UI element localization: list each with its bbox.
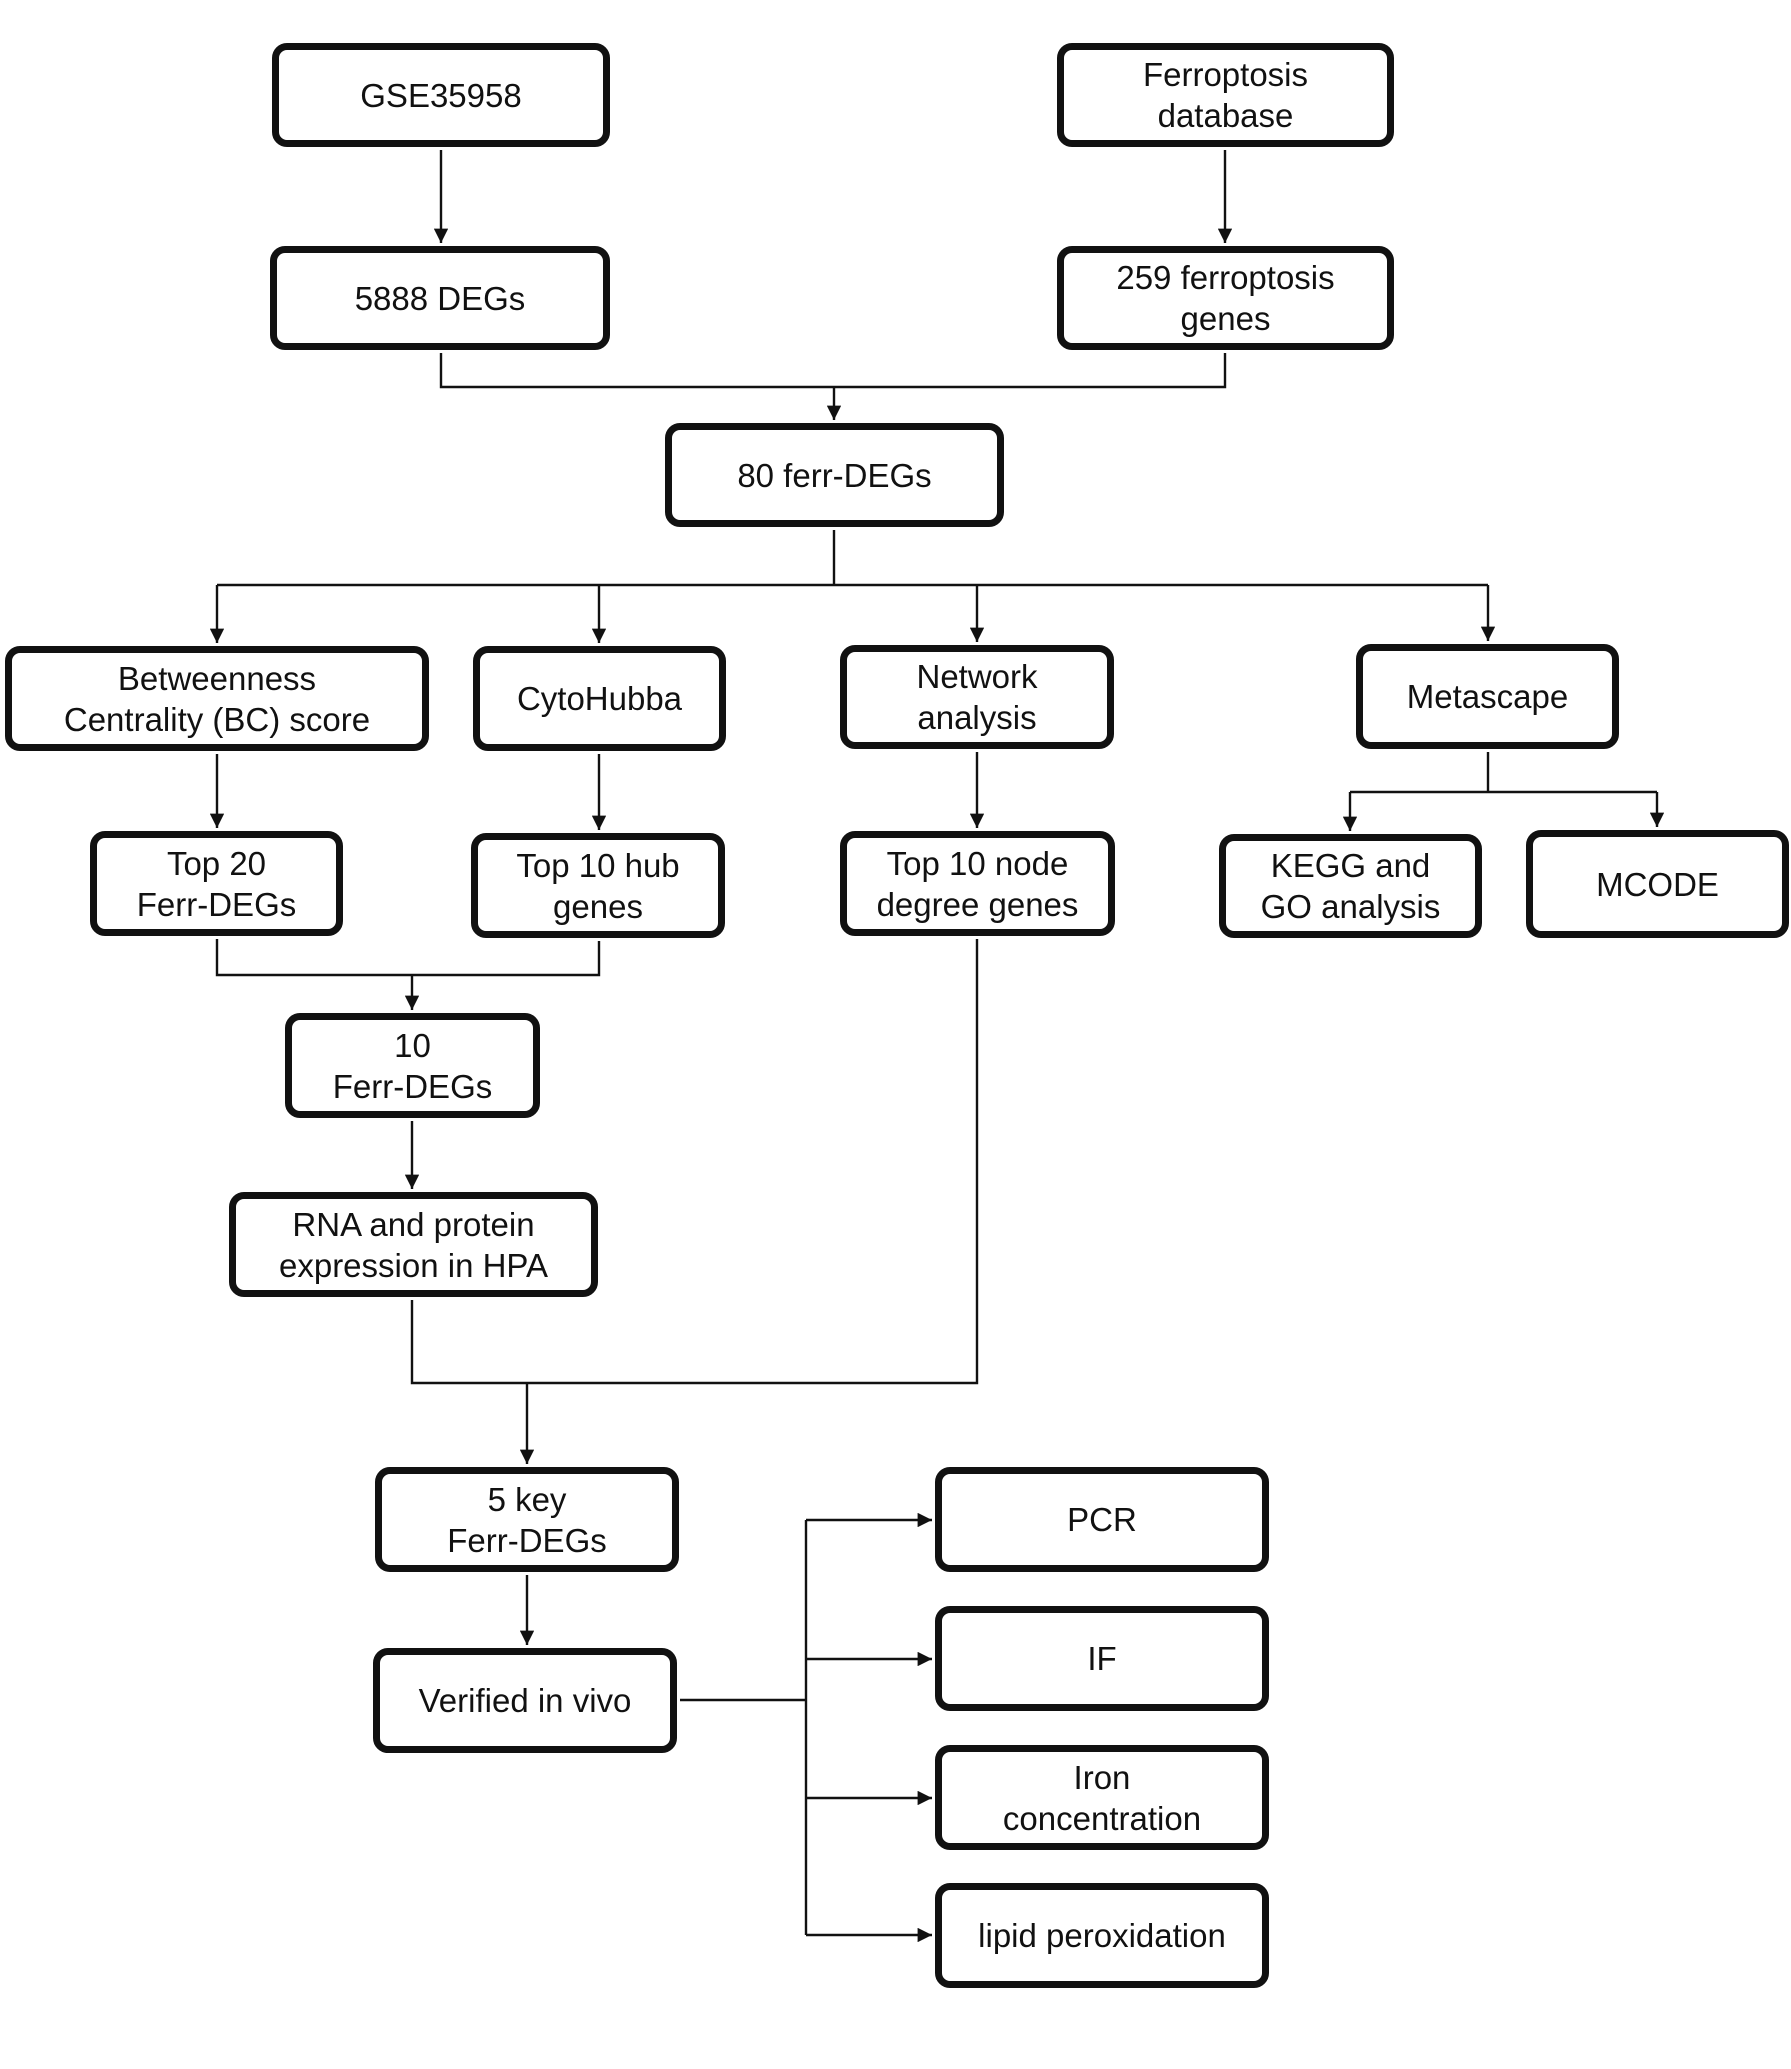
node-label: Iron concentration bbox=[1002, 1758, 1202, 1837]
node-ferroptosis-genes: 259 ferroptosis genes bbox=[1057, 246, 1394, 350]
node-label: Metascape bbox=[1406, 678, 1569, 715]
node-label: Ferroptosis database bbox=[1142, 56, 1309, 134]
node-label: lipid peroxidation bbox=[978, 1917, 1226, 1954]
node-label: GSE35958 bbox=[360, 76, 522, 114]
node-rna-protein-hpa: RNA and protein expression in HPA bbox=[229, 1192, 598, 1297]
node-mcode: MCODE bbox=[1526, 830, 1789, 938]
node-gse35958: GSE35958 bbox=[272, 43, 610, 147]
node-label: Top 10 hub genes bbox=[516, 846, 680, 925]
node-verified-in-vivo: Verified in vivo bbox=[373, 1648, 677, 1753]
node-label: Betweenness Centrality (BC) score bbox=[63, 659, 371, 738]
node-metascape: Metascape bbox=[1356, 644, 1619, 749]
node-label: RNA and protein expression in HPA bbox=[278, 1205, 548, 1284]
node-label: Verified in vivo bbox=[418, 1682, 632, 1719]
node-iron-concentration: Iron concentration bbox=[935, 1745, 1269, 1850]
node-kegg-go-analysis: KEGG and GO analysis bbox=[1219, 834, 1482, 938]
node-network-analysis: Network analysis bbox=[840, 645, 1114, 749]
node-label: PCR bbox=[1067, 1501, 1137, 1538]
node-label: 259 ferroptosis genes bbox=[1116, 259, 1335, 337]
node-degs: 5888 DEGs bbox=[270, 246, 610, 350]
node-label: KEGG and GO analysis bbox=[1260, 847, 1441, 925]
node-10-ferr-degs: 10 Ferr-DEGs bbox=[285, 1013, 540, 1118]
connector-rna-top10node-merge bbox=[410, 939, 979, 1385]
node-top-20-ferr-degs: Top 20 Ferr-DEGs bbox=[90, 831, 343, 936]
node-5-key-ferr-degs: 5 key Ferr-DEGs bbox=[375, 1467, 679, 1572]
node-label: 80 ferr-DEGs bbox=[737, 456, 932, 494]
node-ferroptosis-database: Ferroptosis database bbox=[1057, 43, 1394, 147]
node-label: 5888 DEGs bbox=[354, 279, 526, 317]
node-cytohubba: CytoHubba bbox=[473, 646, 726, 751]
node-label: MCODE bbox=[1596, 865, 1719, 903]
node-label: CytoHubba bbox=[516, 680, 683, 717]
node-label: IF bbox=[1087, 1640, 1117, 1677]
node-label: Top 10 node degree genes bbox=[876, 844, 1079, 923]
connector-top20-top10hub-merge bbox=[215, 939, 601, 977]
node-betweenness-centrality: Betweenness Centrality (BC) score bbox=[5, 646, 429, 751]
node-top-10-node-degree-genes: Top 10 node degree genes bbox=[840, 831, 1115, 936]
node-if: IF bbox=[935, 1606, 1269, 1711]
node-80-ferr-degs: 80 ferr-DEGs bbox=[665, 423, 1004, 527]
node-label: Network analysis bbox=[916, 658, 1038, 736]
node-label: 5 key Ferr-DEGs bbox=[447, 1480, 607, 1559]
node-label: Top 20 Ferr-DEGs bbox=[136, 844, 297, 923]
connector-degs-genes-merge bbox=[439, 353, 1227, 389]
node-label: 10 Ferr-DEGs bbox=[332, 1026, 493, 1105]
node-lipid-peroxidation: lipid peroxidation bbox=[935, 1883, 1269, 1988]
node-top-10-hub-genes: Top 10 hub genes bbox=[471, 833, 725, 938]
node-pcr: PCR bbox=[935, 1467, 1269, 1572]
